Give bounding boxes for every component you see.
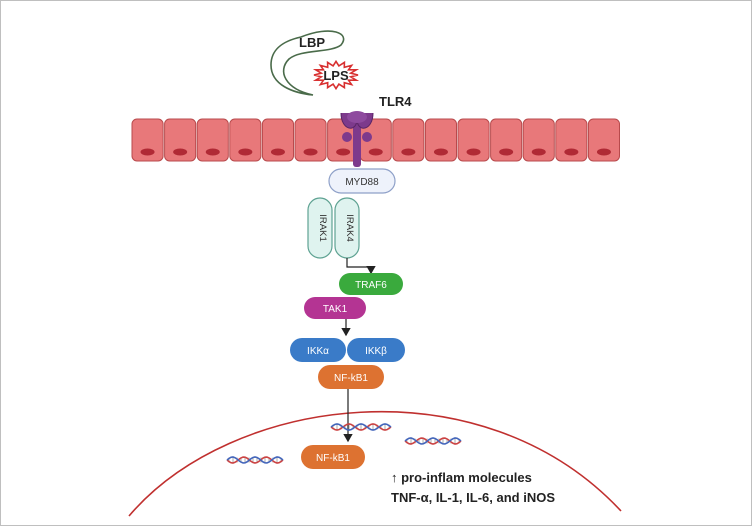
epithelial-cell <box>522 118 555 162</box>
epithelial-cell <box>490 118 523 162</box>
cell-nucleus <box>466 148 481 156</box>
dna-strand-icon <box>404 437 462 445</box>
cell-nucleus <box>336 148 351 156</box>
cell-nucleus <box>433 148 448 156</box>
cell-nucleus <box>303 148 318 156</box>
cell-nucleus <box>499 148 514 156</box>
nuclear-membrane <box>128 411 622 517</box>
traf6-label: TRAF6 <box>355 280 387 291</box>
traf6-node <box>339 273 403 295</box>
epithelial-cell <box>261 118 294 162</box>
cell-nucleus <box>270 148 285 156</box>
cell-nucleus <box>596 148 611 156</box>
ikka-label: IKKα <box>307 346 329 357</box>
irak4-label: IRAK4 <box>344 214 355 241</box>
dna-strand-icon <box>330 423 392 431</box>
cell-nucleus <box>368 148 383 156</box>
cell-nucleus <box>140 148 155 156</box>
lbp-protein-icon <box>270 30 345 96</box>
cell-nucleus <box>173 148 188 156</box>
cell-nucleus <box>401 148 416 156</box>
epithelial-cell <box>229 118 262 162</box>
epithelial-cell <box>424 118 457 162</box>
dna-strand-icon <box>226 456 284 464</box>
lps-starburst-icon <box>312 59 360 91</box>
nfkb1-cytoplasm-label: NF-kB1 <box>334 373 368 384</box>
epithelial-cell <box>392 118 425 162</box>
ikkb-label: IKKβ <box>365 346 387 357</box>
epithelial-cell <box>587 118 621 162</box>
myd88-node <box>328 168 396 194</box>
lbp-label: LBP <box>299 35 325 50</box>
cell-nucleus <box>238 148 253 156</box>
epithelial-cell-layer <box>131 118 621 162</box>
tlr4-receptor-icon <box>340 111 374 167</box>
ikkb-node <box>347 338 405 362</box>
epithelial-cell <box>457 118 490 162</box>
tak1-node <box>304 297 366 319</box>
epithelial-cell <box>131 118 164 162</box>
arrow-irak4-traf6 <box>346 258 376 275</box>
epithelial-cell <box>164 118 197 162</box>
outcome-line-2: TNF-α, IL-1, IL-6, and iNOS <box>391 490 555 505</box>
irak1-node <box>307 197 333 259</box>
nfkb1-nucleus-node <box>301 445 365 469</box>
ikka-node <box>290 338 346 362</box>
nfkb1-nucleus-label: NF-kB1 <box>316 453 350 464</box>
cell-nucleus <box>205 148 220 156</box>
epithelial-cell <box>294 118 327 162</box>
outcome-line-1: ↑ pro-inflam molecules <box>391 470 532 485</box>
nfkb1-cytoplasm-node <box>318 365 384 389</box>
cell-nucleus <box>564 148 579 156</box>
cell-nucleus <box>531 148 546 156</box>
lps-label: LPS <box>323 68 349 83</box>
epithelial-cell <box>196 118 229 162</box>
epithelial-cell <box>555 118 588 162</box>
tlr4-label: TLR4 <box>379 94 412 109</box>
tak1-label: TAK1 <box>323 304 348 315</box>
irak1-label: IRAK1 <box>317 214 328 241</box>
myd88-label: MYD88 <box>345 177 379 188</box>
